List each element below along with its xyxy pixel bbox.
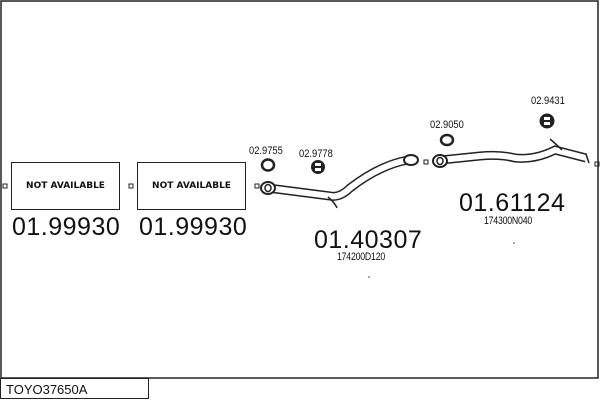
part-not-available-box: NOT AVAILABLE — [137, 162, 246, 210]
rear-pipe — [432, 138, 590, 168]
rubber-hanger-icon — [539, 113, 555, 129]
part-number[interactable]: 01.99930 — [139, 213, 248, 241]
gasket-icon — [260, 158, 276, 172]
part-number[interactable]: 01.40307 — [314, 226, 423, 254]
part-number[interactable]: 01.61124 — [459, 189, 566, 217]
connector — [254, 183, 260, 189]
part-number[interactable]: 01.99930 — [12, 213, 121, 241]
connector — [128, 183, 134, 189]
diagram-frame — [0, 0, 599, 379]
connector — [423, 159, 429, 165]
status-label: NOT AVAILABLE — [152, 180, 231, 191]
part-not-available-box: NOT AVAILABLE — [11, 162, 120, 210]
accessory-number[interactable]: 02.9050 — [430, 119, 464, 131]
accessory-number[interactable]: 02.9755 — [249, 145, 283, 157]
status-label: NOT AVAILABLE — [26, 180, 105, 191]
dot-mark — [368, 276, 370, 278]
connector — [2, 183, 8, 189]
front-pipe — [260, 154, 419, 209]
gasket-icon — [439, 133, 455, 147]
accessory-number[interactable]: 02.9431 — [531, 95, 565, 107]
oem-number: 174200D120 — [337, 251, 386, 263]
rubber-hanger-icon — [311, 160, 325, 174]
dot-mark — [513, 242, 515, 244]
oem-number: 174300N040 — [484, 215, 533, 227]
reference-label: TOYO37650A — [0, 378, 149, 399]
accessory-number[interactable]: 02.9778 — [299, 148, 333, 160]
connector — [594, 161, 600, 167]
